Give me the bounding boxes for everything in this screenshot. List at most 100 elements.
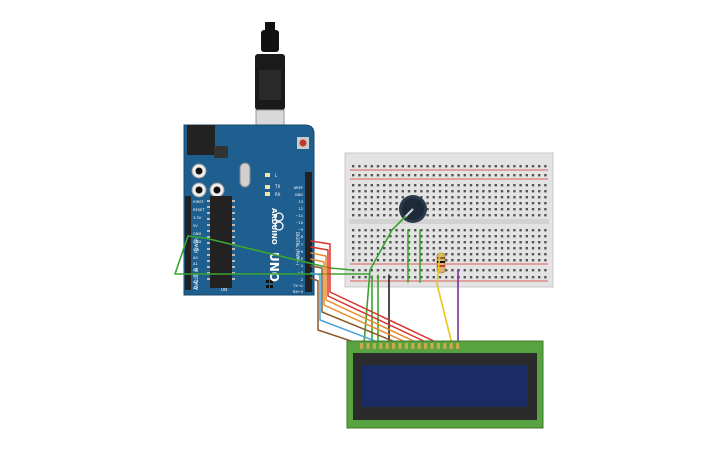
breadboard-hole xyxy=(544,208,547,211)
breadboard-hole xyxy=(538,174,541,177)
breadboard-hole xyxy=(376,259,380,262)
breadboard-hole xyxy=(358,259,361,262)
breadboard-hole xyxy=(407,269,411,272)
breadboard-hole xyxy=(414,229,417,232)
breadboard-hole xyxy=(376,208,380,211)
breadboard-hole xyxy=(370,208,373,211)
breadboard-hole xyxy=(432,269,435,272)
breadboard-hole xyxy=(519,269,522,272)
breadboard-hole xyxy=(482,247,485,250)
breadboard-hole xyxy=(395,247,398,250)
lcd-pin xyxy=(360,343,364,349)
breadboard-hole xyxy=(488,174,491,177)
breadboard-hole xyxy=(476,208,479,211)
breadboard-hole xyxy=(457,202,460,205)
wires xyxy=(174,216,459,345)
breadboard-hole xyxy=(482,208,485,211)
breadboard-hole xyxy=(407,276,411,279)
lcd-pin xyxy=(456,343,460,349)
breadboard-hole xyxy=(451,241,454,244)
breadboard-hole xyxy=(494,269,497,272)
breadboard-hole xyxy=(469,259,473,262)
breadboard-hole xyxy=(383,190,386,193)
breadboard-hole xyxy=(469,196,473,199)
breadboard-hole xyxy=(519,202,522,205)
breadboard-hole xyxy=(426,259,429,262)
wire-green-5v xyxy=(187,235,353,271)
breadboard-hole xyxy=(420,253,423,256)
breadboard-hole xyxy=(420,190,423,193)
header-label-6: ~6 xyxy=(298,250,304,254)
header-label-gnd2: GND xyxy=(193,240,201,244)
breadboard-hole xyxy=(525,184,528,187)
breadboard-hole xyxy=(513,184,516,187)
breadboard-hole xyxy=(364,241,367,244)
breadboard-hole xyxy=(383,165,386,168)
lcd-pin xyxy=(372,343,376,349)
breadboard-hole xyxy=(500,165,504,168)
breadboard-hole xyxy=(438,202,442,205)
breadboard-hole xyxy=(370,190,373,193)
breadboard-hole xyxy=(395,190,398,193)
breadboard-hole xyxy=(476,235,479,238)
breadboard-hole xyxy=(432,174,435,177)
breadboard-hole xyxy=(494,184,497,187)
breadboard-hole xyxy=(538,196,541,199)
breadboard-hole xyxy=(364,174,367,177)
breadboard-hole xyxy=(476,241,479,244)
breadboard-hole xyxy=(538,165,541,168)
breadboard-hole xyxy=(507,202,510,205)
reset-button[interactable] xyxy=(299,139,307,147)
lcd-pin xyxy=(392,343,396,349)
breadboard-hole xyxy=(469,241,473,244)
breadboard-hole xyxy=(370,174,373,177)
breadboard-hole xyxy=(376,184,380,187)
power-jack xyxy=(187,125,215,155)
breadboard-hole xyxy=(383,276,386,279)
breadboard-hole xyxy=(476,247,479,250)
breadboard-hole xyxy=(525,174,528,177)
potentiometer-icon[interactable] xyxy=(399,195,427,223)
breadboard-hole xyxy=(457,174,460,177)
breadboard-hole xyxy=(538,202,541,205)
breadboard-hole xyxy=(426,196,429,199)
breadboard-hole xyxy=(445,202,448,205)
breadboard-hole xyxy=(352,214,355,217)
breadboard-hole xyxy=(389,208,392,211)
breadboard-hole xyxy=(519,174,522,177)
breadboard-hole xyxy=(513,241,516,244)
wire-orange xyxy=(310,252,421,345)
breadboard-hole xyxy=(370,202,373,205)
breadboard-hole xyxy=(507,259,510,262)
breadboard-hole xyxy=(507,276,510,279)
header-label-11: ~11 xyxy=(295,214,303,218)
breadboard-hole xyxy=(544,214,547,217)
breadboard-hole xyxy=(358,165,361,168)
breadboard-hole xyxy=(513,196,516,199)
breadboard-hole xyxy=(358,229,361,232)
breadboard-hole xyxy=(389,235,392,238)
breadboard-hole xyxy=(482,214,485,217)
breadboard-hole xyxy=(482,202,485,205)
breadboard-hole xyxy=(414,174,417,177)
header-label-8: 8 xyxy=(301,235,304,239)
breadboard-hole xyxy=(389,214,392,217)
breadboard-hole xyxy=(383,259,386,262)
breadboard-hole xyxy=(513,259,516,262)
breadboard-hole xyxy=(525,276,528,279)
breadboard-hole xyxy=(420,235,423,238)
breadboard-hole xyxy=(383,247,386,250)
header-label-5v: 5V xyxy=(193,224,198,228)
breadboard-hole xyxy=(507,184,510,187)
breadboard-hole xyxy=(432,214,435,217)
breadboard-hole xyxy=(414,269,417,272)
breadboard-hole xyxy=(376,196,380,199)
wire-green-gnd xyxy=(174,235,371,275)
breadboard-hole xyxy=(358,247,361,250)
breadboard-hole xyxy=(463,229,466,232)
breadboard-hole xyxy=(395,174,398,177)
breadboard-hole xyxy=(457,253,460,256)
breadboard-hole xyxy=(451,247,454,250)
breadboard-hole xyxy=(476,253,479,256)
lcd-pin xyxy=(411,343,415,349)
